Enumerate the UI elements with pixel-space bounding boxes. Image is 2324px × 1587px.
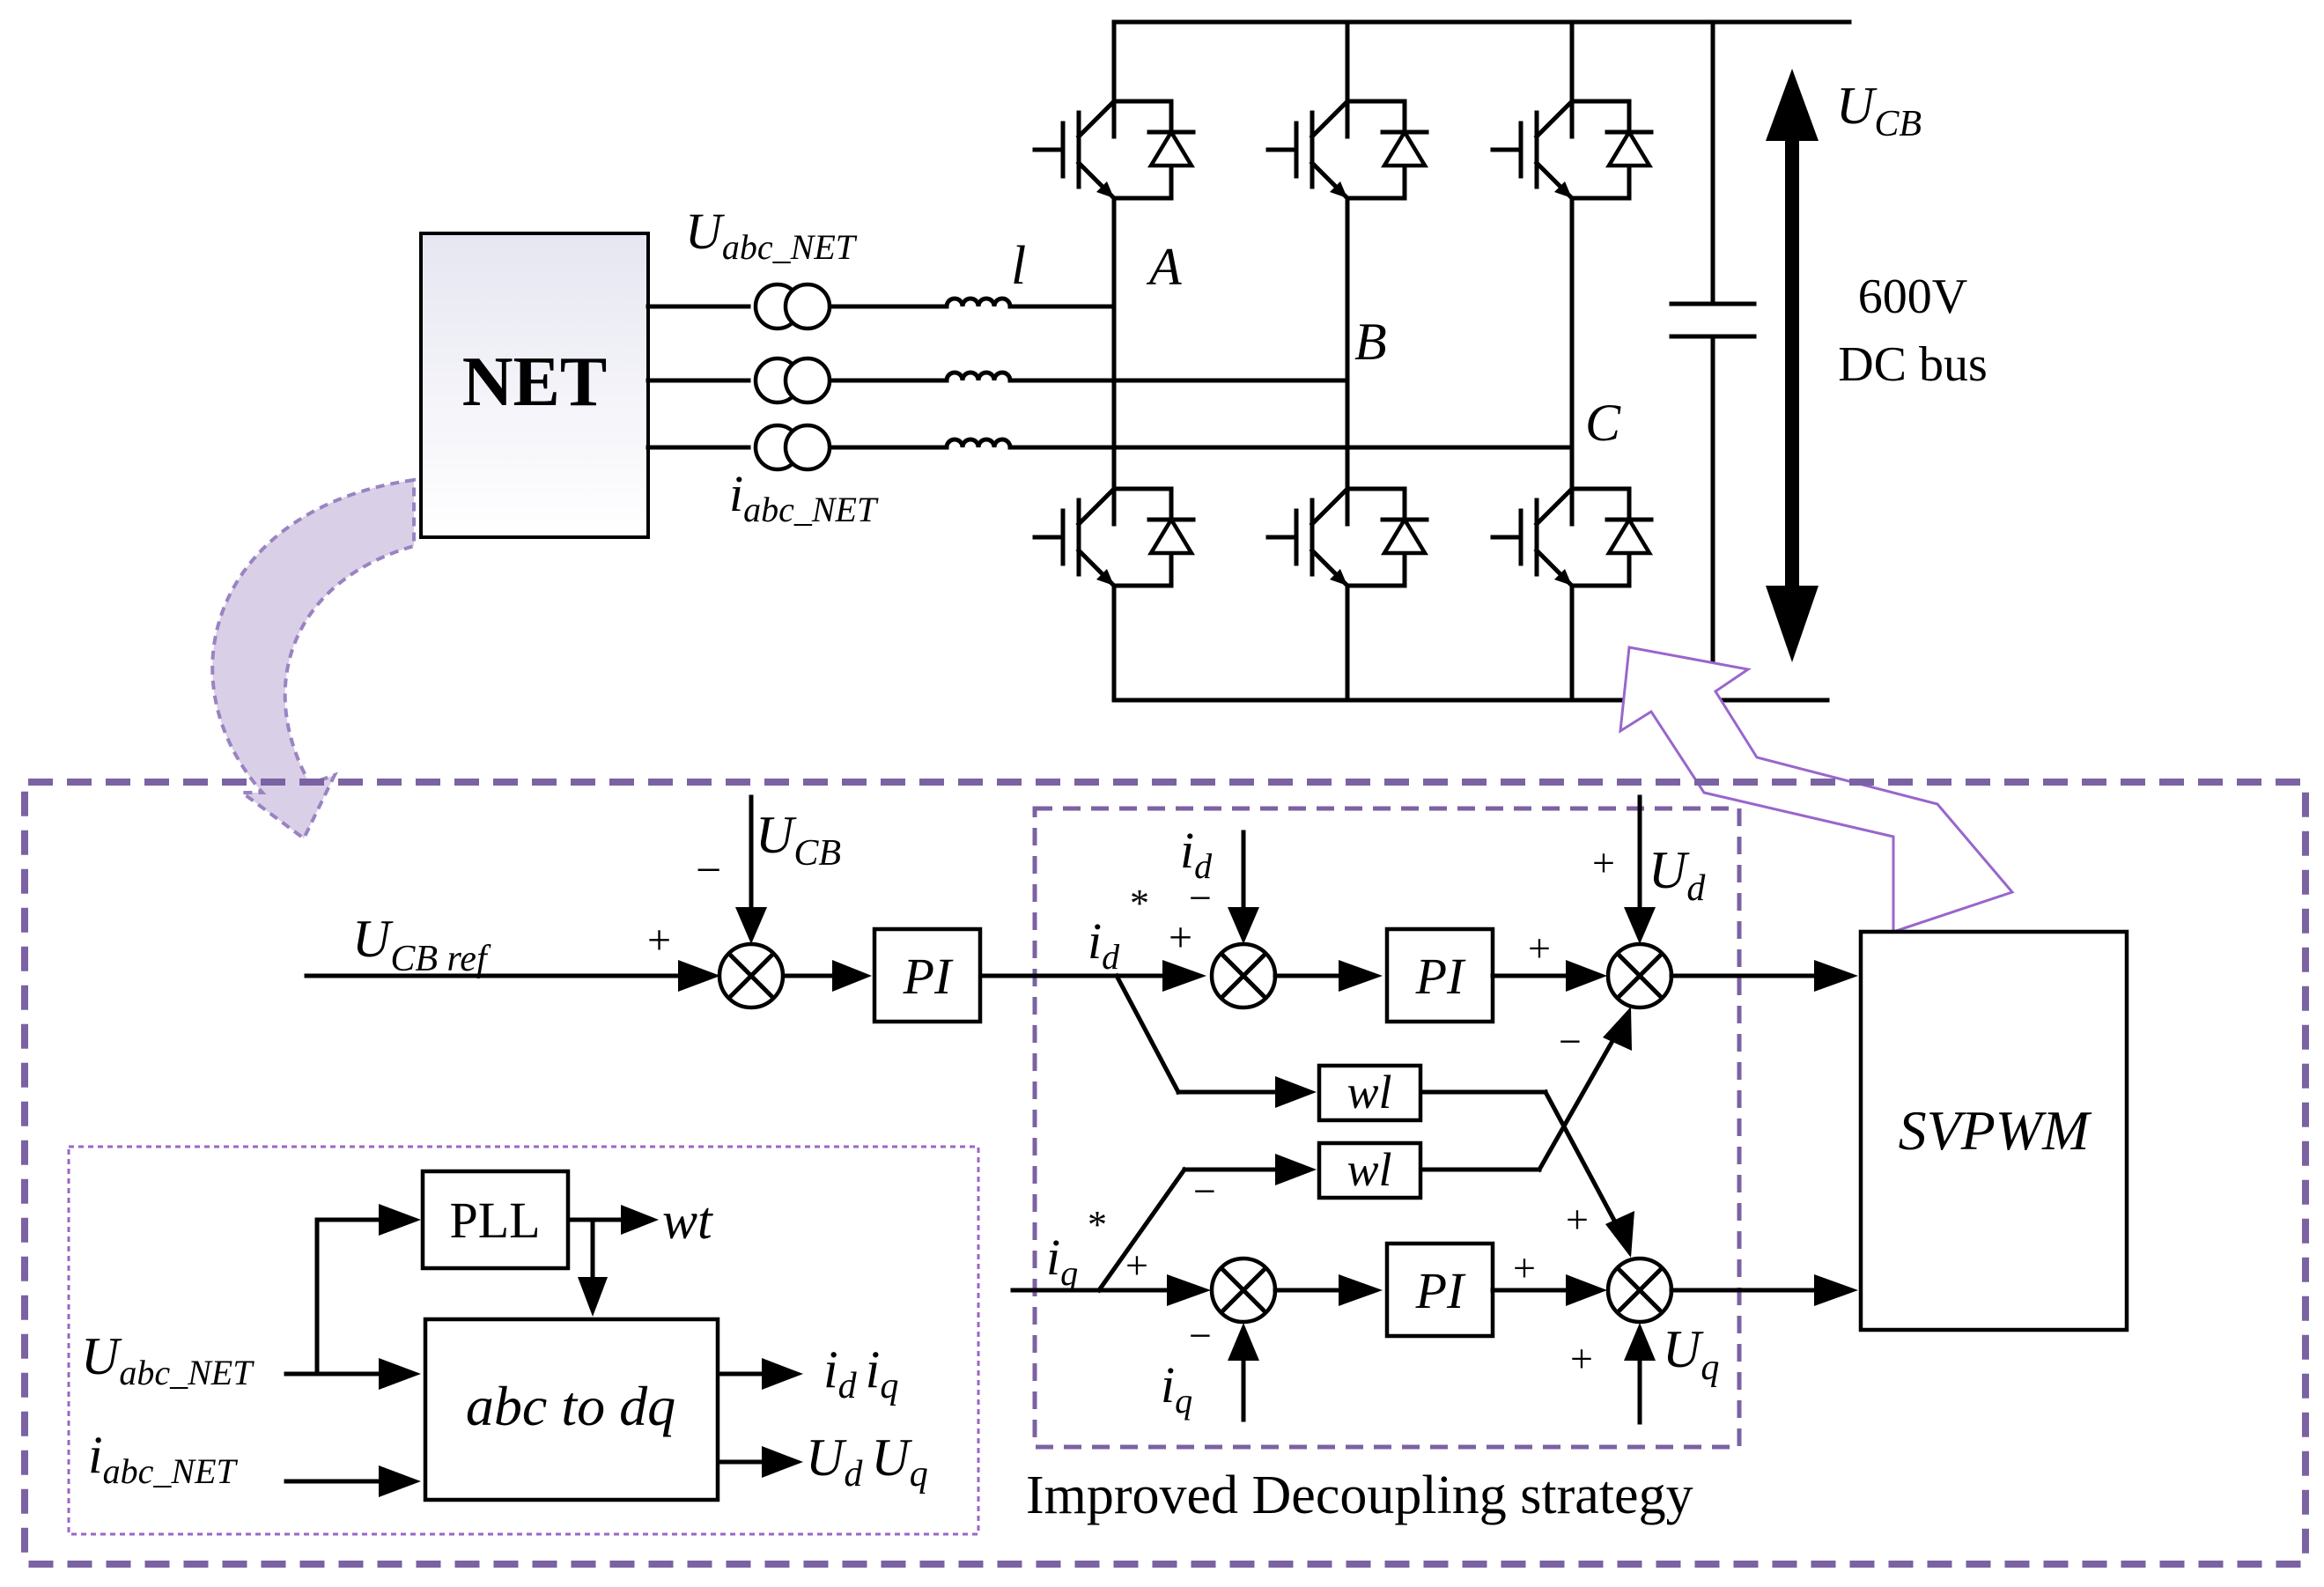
pll-block: PLL [420, 1169, 571, 1271]
ucb-ref-label: UCB ref [352, 910, 491, 979]
pi-id-block: PI [1384, 926, 1495, 1024]
net-label: NET [462, 343, 608, 421]
dc-voltage-label: 600V [1858, 269, 1967, 324]
net-block: NET [419, 232, 650, 539]
iq-ref-star: * [1088, 1203, 1107, 1246]
svg-text:wl: wl [1346, 1066, 1391, 1118]
wl-upper-block: wl [1317, 1063, 1423, 1123]
uq-ff-label: Uq [1663, 1320, 1719, 1388]
svg-text:wl: wl [1346, 1143, 1391, 1196]
ud-ff-label: Ud [1649, 841, 1706, 909]
svg-text:PI: PI [903, 948, 954, 1005]
svg-text:PLL: PLL [449, 1192, 540, 1249]
iq-ref-label: iq [1046, 1229, 1078, 1293]
node-a-label: A [1146, 238, 1182, 296]
ud-ff-plus-sign: + [1592, 840, 1615, 885]
svpwm-block: SVPWM [1858, 929, 2129, 1332]
svg-text:PI: PI [1415, 1262, 1466, 1319]
ucb-feedback-label: UCB [756, 806, 841, 874]
iq-cross-minus-sign: − [1193, 1169, 1216, 1214]
dc-bus-label: DC bus [1838, 337, 1988, 392]
iq-fb-minus-sign: − [1189, 1313, 1212, 1358]
current-transformers [756, 284, 830, 469]
control-frame [21, 779, 2309, 1568]
iq-fb-label: iq [1161, 1356, 1192, 1421]
wl-to-ud-minus-sign: − [1559, 1019, 1582, 1064]
svg-text:PI: PI [1415, 948, 1466, 1005]
id-fb-minus-sign: − [1189, 875, 1212, 920]
id-ref-plus-sign: + [1169, 914, 1192, 961]
decoupling-frame [1032, 806, 1742, 1450]
ucb-minus-sign: − [696, 845, 721, 896]
id-ref-label: id [1088, 912, 1120, 977]
grid-lines [646, 304, 1575, 450]
pi-voltage-block: PI [872, 926, 983, 1024]
wt-label: wt [662, 1192, 713, 1250]
node-c-label: C [1585, 394, 1621, 452]
id-fb-label: id [1180, 822, 1213, 886]
abc-to-dq-block: abc to dq [423, 1317, 720, 1502]
inductor-label: l [1011, 236, 1026, 296]
inductors [947, 299, 1010, 447]
node-b-label: B [1354, 313, 1387, 371]
voltage-loop-wires [304, 794, 1206, 992]
ucb-ref-plus-sign: + [647, 917, 671, 963]
id-ref-star: * [1130, 882, 1149, 925]
pi-d-out-plus-sign: + [1528, 926, 1551, 971]
decoupling-wires [1096, 972, 1634, 1294]
strategy-caption: Improved Decoupling strategy [1026, 1465, 1693, 1525]
u-abc-net-label: Uabc_NET [685, 203, 858, 267]
transform-wires [284, 1204, 803, 1497]
svpwm-to-inverter-arrow [1619, 646, 2015, 934]
i-abc-net-label: iabc_NET [729, 465, 879, 529]
wl-to-uq-plus-sign: + [1566, 1197, 1589, 1242]
pi-iq-block: PI [1384, 1241, 1495, 1339]
net-to-control-arrow [210, 477, 416, 842]
ucb-label: UCB [1836, 77, 1922, 144]
dc-voltage-arrow [1766, 69, 1819, 662]
svg-text:abc to dq: abc to dq [466, 1375, 675, 1437]
i-abc-net-input-label: iabc_NET [88, 1426, 239, 1491]
pi-q-out-plus-sign: + [1513, 1245, 1536, 1290]
iq-ref-plus-sign: + [1125, 1243, 1148, 1288]
u-abc-net-input-label: Uabc_NET [81, 1327, 255, 1392]
uq-ff-plus-sign: + [1570, 1336, 1593, 1381]
svg-text:SVPWM: SVPWM [1899, 1099, 2093, 1162]
wl-lower-block: wl [1317, 1140, 1423, 1200]
inverter-bridge [1035, 19, 1852, 703]
